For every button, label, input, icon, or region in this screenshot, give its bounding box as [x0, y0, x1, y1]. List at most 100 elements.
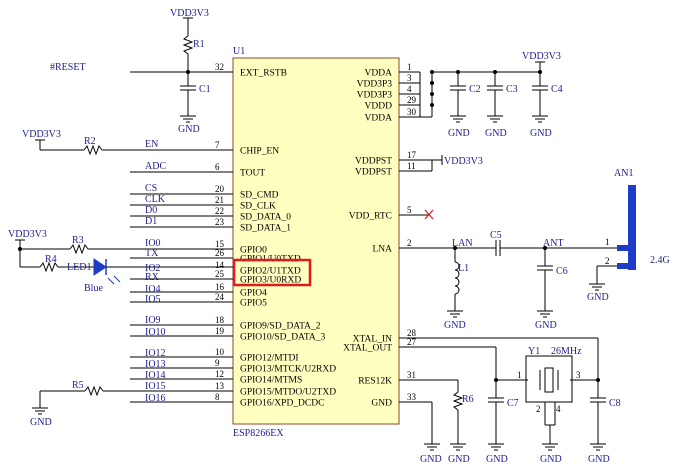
- left-pin-number: 15: [215, 239, 225, 249]
- left-pin-name: GPIO13/MTCK/U2RXD: [240, 365, 336, 375]
- c6-label: C6: [556, 266, 568, 277]
- right-pin-name: VDDPST: [355, 168, 392, 178]
- c7-gnd-label: GND: [486, 454, 508, 465]
- left-pin-number: 21: [215, 195, 224, 205]
- left-pin-name: GPIO10/SD_DATA_3: [240, 333, 326, 343]
- left-pin-name: GPIO9/SD_DATA_2: [240, 322, 321, 332]
- left-pin-number: 12: [215, 369, 224, 379]
- left-pin-number: 14: [215, 260, 225, 270]
- y1-gnd-label: GND: [540, 454, 562, 465]
- right-pin-number: 31: [407, 370, 416, 380]
- right-pin-number: 27: [407, 337, 417, 347]
- left-pin-number: 7: [215, 140, 220, 150]
- chip-part: ESP8266EX: [233, 428, 284, 439]
- y1-crystal-body: [525, 355, 573, 403]
- chip-ref: U1: [233, 46, 245, 57]
- left-pin-name: GPIO3/U0RXD: [240, 276, 301, 286]
- an1-pin-2: 2: [605, 256, 610, 266]
- right-pin-number: 4: [407, 84, 412, 94]
- right-pin-number: 33: [407, 392, 417, 402]
- an1-gnd-label: GND: [587, 292, 609, 303]
- r6-gnd-label: GND: [448, 454, 470, 465]
- left-pin-name: GPIO5: [240, 299, 267, 309]
- c2-label: C2: [469, 84, 481, 95]
- right-pin-name: XTAL_OUT: [343, 344, 392, 354]
- led1-color: Blue: [84, 283, 103, 294]
- r4-label: R4: [45, 254, 57, 265]
- right-pin-name: VDDD: [365, 102, 393, 112]
- y1-pin-2: 2: [536, 404, 541, 414]
- left-pin-number: 16: [215, 282, 225, 292]
- r1-power-label: VDD3V3: [170, 8, 209, 19]
- an1-pin-1: 1: [605, 237, 610, 247]
- an1-label: AN1: [614, 168, 633, 179]
- right-pin-number: 28: [407, 328, 417, 338]
- left-pin-number: 9: [215, 358, 220, 368]
- c4-gnd-label: GND: [530, 128, 552, 139]
- right-pin-number: 29: [407, 95, 417, 105]
- right-pin-name: VDDA: [365, 69, 393, 79]
- right-pin-number: 30: [407, 107, 417, 117]
- an1-freq: 2.4G: [650, 255, 670, 266]
- left-pin-number: 10: [215, 347, 225, 357]
- left-pin-name: TOUT: [240, 169, 265, 179]
- c5-label: C5: [490, 230, 502, 241]
- y1-freq: 26MHz: [551, 346, 582, 357]
- r4-resistor: [39, 261, 59, 273]
- net-d1: D1: [145, 216, 157, 227]
- right-pin-name: VDDPST: [355, 157, 392, 167]
- r6-resistor: [452, 391, 464, 411]
- right-pin-number: 3: [407, 73, 412, 83]
- left-pin-name: GPIO14/MTMS: [240, 376, 302, 386]
- net-tx: TX: [145, 248, 159, 259]
- right-pin-number: 17: [407, 150, 417, 160]
- left-pin-number: 32: [215, 62, 224, 72]
- net-cs: CS: [145, 183, 157, 194]
- left-pin-number: 8: [215, 392, 220, 402]
- net-io0: IO0: [145, 238, 161, 249]
- left-pin-name: SD_CMD: [240, 191, 279, 201]
- right-pin-name: VDD3P3: [357, 91, 393, 101]
- left-pin-name: GPIO2/U1TXD: [240, 267, 301, 277]
- r5-resistor: [84, 385, 104, 397]
- net-io5: IO5: [145, 294, 161, 305]
- net-io13: IO13: [145, 359, 166, 370]
- left-pin-name: CHIP_EN: [240, 147, 279, 157]
- c8-gnd-label: GND: [588, 454, 610, 465]
- right-pin-name: VDD_RTC: [349, 212, 392, 222]
- left-pin-number: 19: [215, 326, 225, 336]
- c7-label: C7: [507, 398, 519, 409]
- r3-label: R3: [72, 235, 84, 246]
- c8-label: C8: [609, 398, 621, 409]
- c3-gnd-label: GND: [485, 128, 507, 139]
- left-pin-name: GPIO15/MTDO/U2TXD: [240, 388, 336, 398]
- left-pin-name: GPIO0: [240, 246, 267, 256]
- r3-resistor: [69, 243, 89, 255]
- vdd-right-label: VDD3V3: [522, 51, 561, 62]
- l1-inductor: [454, 261, 460, 295]
- net-en: EN: [145, 139, 158, 150]
- right-pin-name: LNA: [372, 245, 392, 255]
- right-pin-number: 5: [407, 205, 412, 215]
- vddpst-power-label: VDD3V3: [444, 156, 483, 167]
- y1-label: Y1: [528, 346, 540, 357]
- r1-label: R1: [193, 39, 205, 50]
- net-io12: IO12: [145, 348, 166, 359]
- l1-label: L1: [458, 263, 469, 274]
- c1-label: C1: [199, 84, 211, 95]
- right-pin-number: 1: [407, 62, 412, 72]
- left-pin-name: GPIO16/XPD_DCDC: [240, 399, 324, 409]
- net-reset: #RESET: [50, 62, 86, 73]
- net-d0: D0: [145, 205, 157, 216]
- left-pin-number: 25: [215, 269, 225, 279]
- net-io15: IO15: [145, 381, 166, 392]
- led1-diode: [93, 258, 107, 276]
- net-lan: LAN: [452, 238, 473, 249]
- y1-pin-4: 4: [556, 404, 561, 414]
- left-pin-name: GPIO12/MTDI: [240, 354, 299, 364]
- chip-gnd-label: GND: [420, 454, 442, 465]
- esp8266-chip-body: [232, 57, 400, 425]
- r2-resistor: [83, 144, 103, 156]
- left-pin-name: SD_DATA_0: [240, 213, 291, 223]
